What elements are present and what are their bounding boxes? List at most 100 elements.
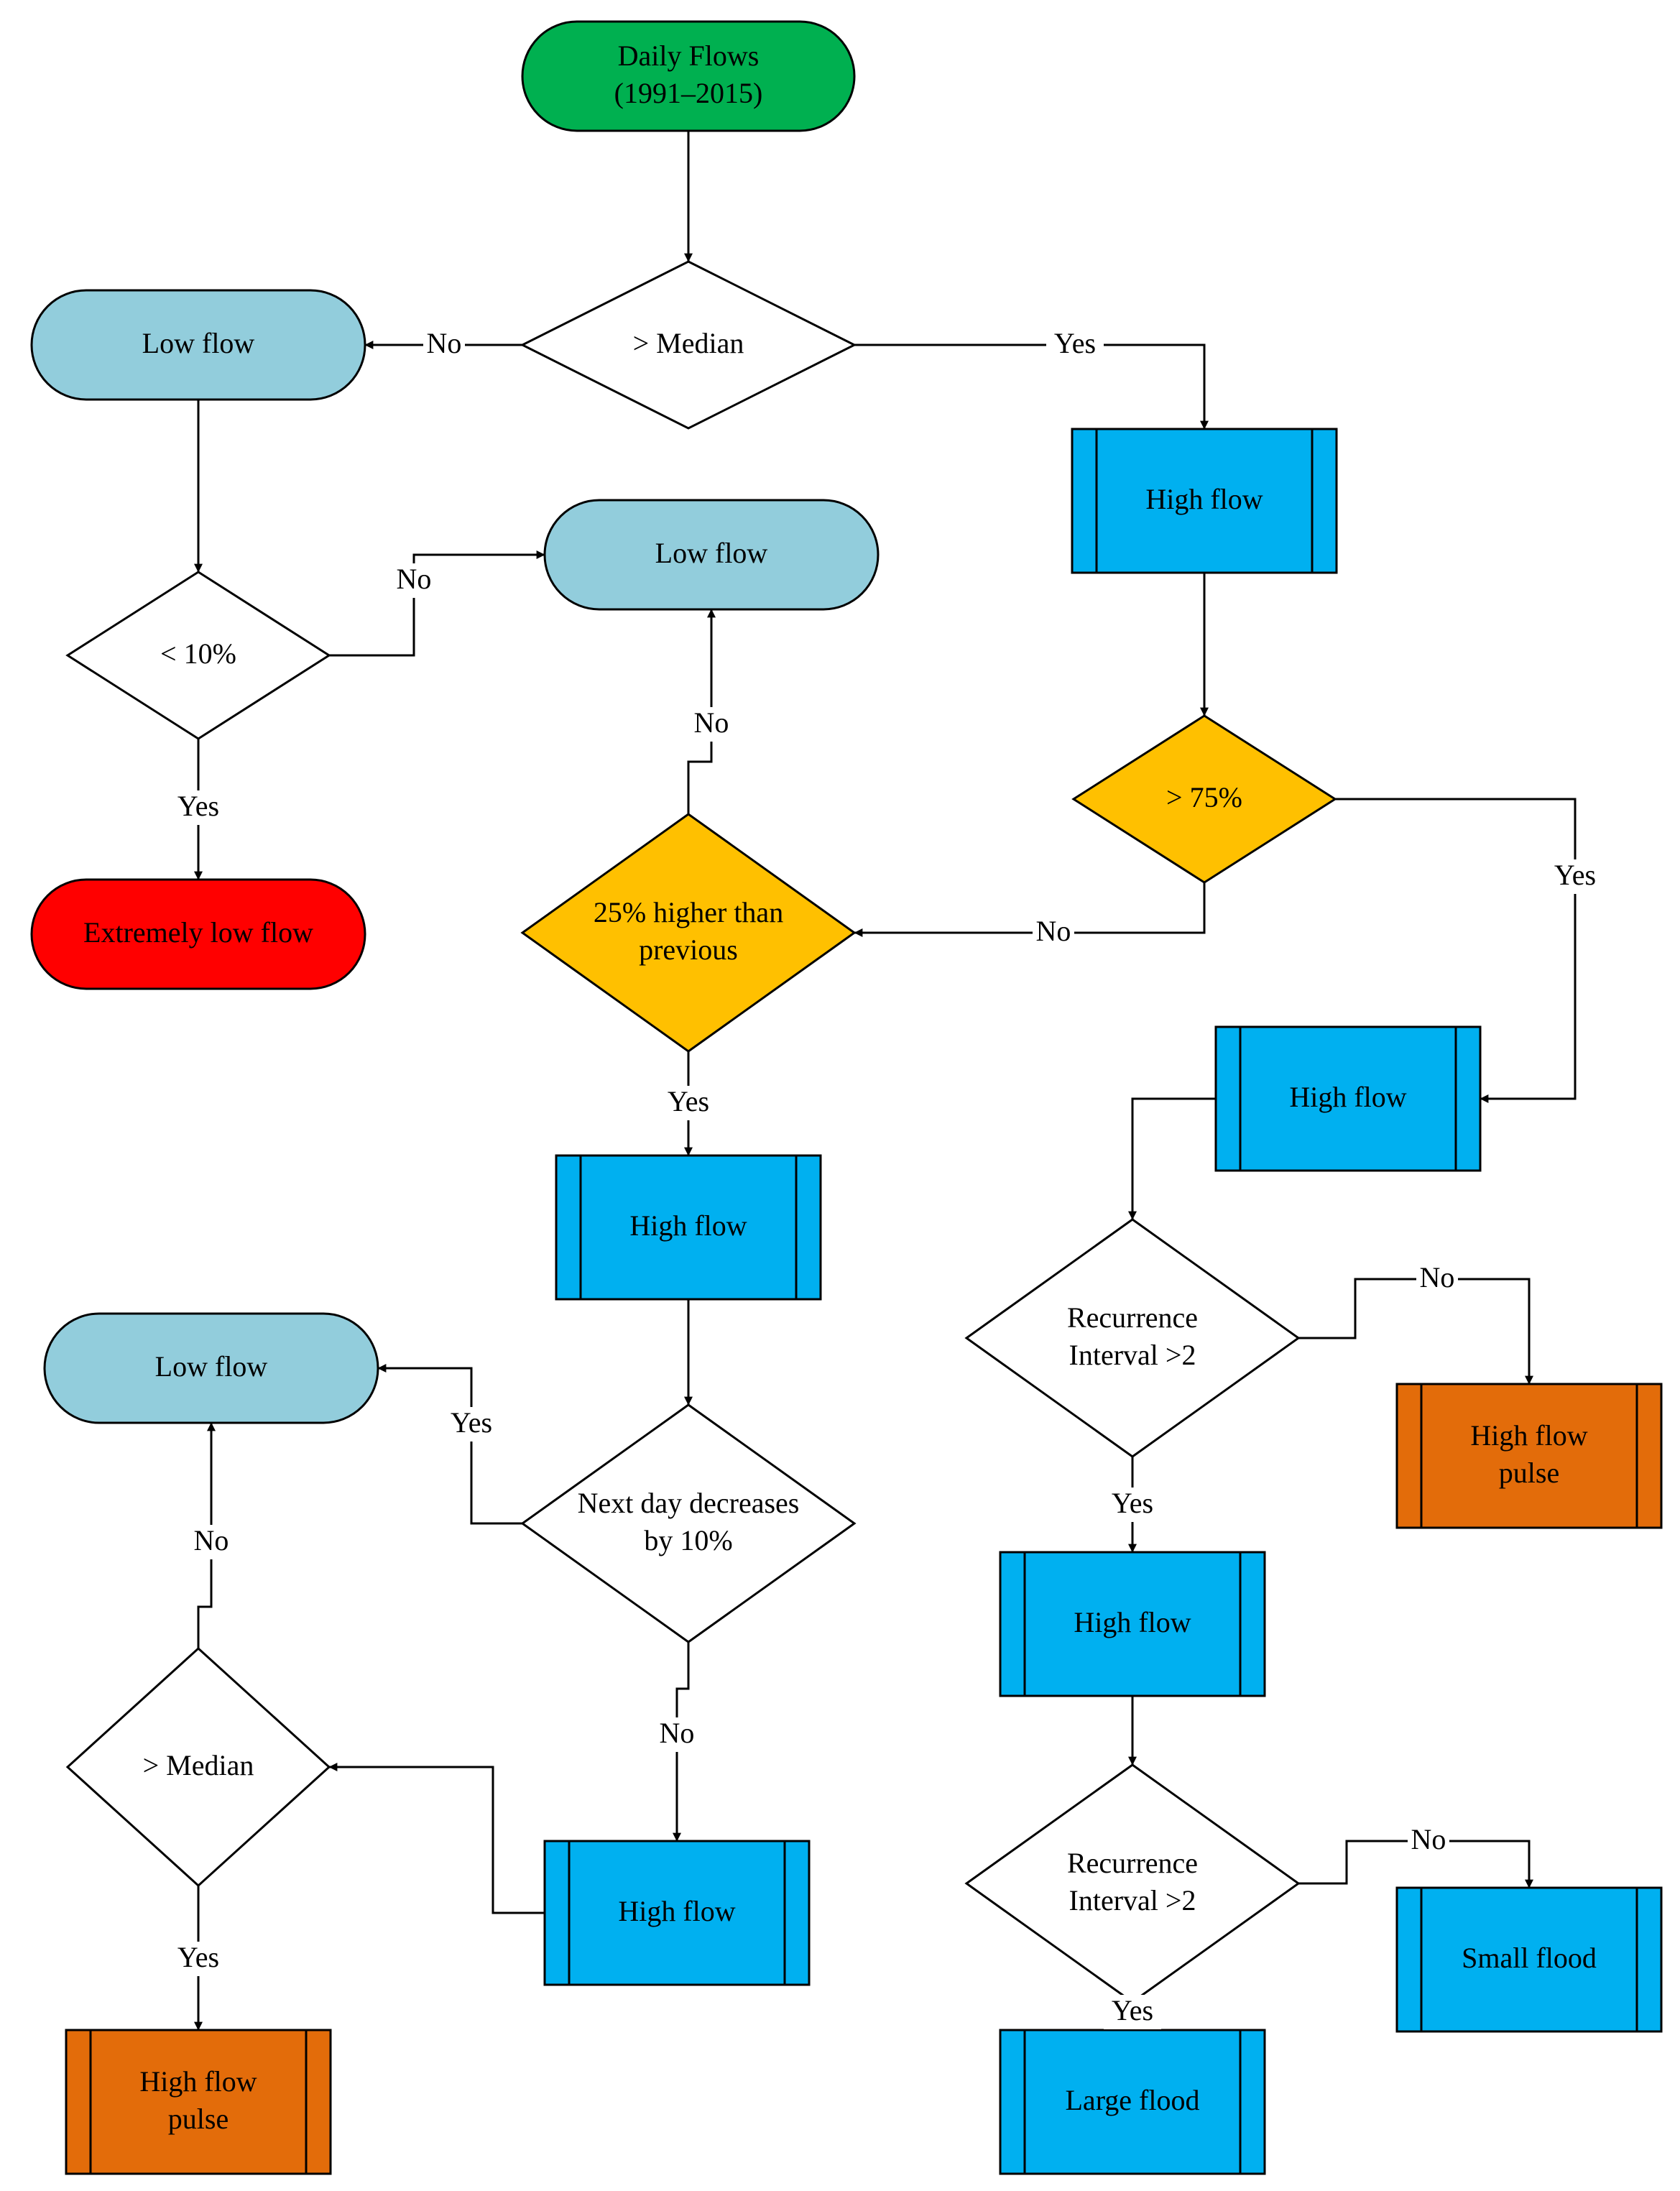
small-flood-label-line-1: Small flood [1462,1942,1597,1974]
edge-label-pct75-yes: Yes [1554,859,1596,891]
edge-label-next-no: No [660,1717,695,1749]
low-flow-2-terminal [543,499,880,611]
higher25-label-line-2: previous [639,933,738,966]
hfp-2-label-line-2: pulse [168,2103,229,2135]
edge-rec2-no [1298,1840,1533,1888]
high-flow-1-process [1071,428,1338,574]
node-pct10: < 10% [65,571,331,740]
high-flow-2-process [1214,1025,1482,1172]
edge-median2-no [197,1422,216,1648]
low-flow-3-label-line-1: Low flow [155,1350,268,1383]
recurrence-2-label-line-1: Recurrence [1067,1847,1198,1879]
edge-label-higher25-no: No [694,706,729,739]
node-low-flow-3: Low flow [43,1312,379,1424]
extreme-low-terminal [30,878,366,990]
large-flood-label-line-1: Large flood [1066,2084,1200,2116]
edge-pct10-no [329,550,545,657]
recurrence-2-decision [964,1763,1301,2003]
pct10-decision [65,571,331,740]
low-flow-1-terminal [30,289,366,401]
edge-label-pct10-yes: Yes [177,790,219,822]
hfp-2-label-line-1: High flow [139,2065,257,2098]
edge-median1-yes [854,343,1209,430]
small-flood-process [1395,1886,1663,2033]
low-flow-2-label-line-1: Low flow [655,537,768,569]
edge-label-bg [660,1086,717,1120]
median-2-decision [65,1646,331,1888]
high-flow-1-label-line-1: High flow [1145,483,1263,515]
node-higher25: 25% higher than previous [520,813,857,1053]
edge-label-pct10-no: No [397,563,432,595]
hfp-1-label-line-2: pulse [1499,1457,1559,1489]
node-extreme-low: Extremely low flow [30,878,366,990]
edge-label-bg [1408,1824,1449,1858]
edge-label-bg [1416,1262,1458,1296]
edge-label-bg [443,1407,500,1442]
node-hfp-2: High flow pulse [65,2029,332,2175]
node-low-flow-2: Low flow [543,499,880,611]
edge-pct75-no [854,882,1206,937]
high-flow-4-process [999,1551,1266,1697]
daily-flows-label-line-2: (1991–2015) [614,77,763,109]
edge-label-rec2-yes: Yes [1112,1994,1153,2026]
hfp-2-process [65,2029,332,2175]
edge-label-median1-yes: Yes [1054,327,1096,359]
edge-label-rec1-no: No [1420,1261,1455,1293]
hfp-1-process [1395,1383,1663,1529]
edge-label-bg [1546,859,1604,894]
high-flow-5-label-line-1: High flow [618,1895,735,1927]
edge-label-bg [423,328,465,362]
median-1-label-line-1: > Median [633,327,744,359]
edge-label-bg [170,1942,227,1976]
node-pct75: > 75% [1071,714,1337,884]
edge-label-higher25-yes: Yes [668,1085,709,1117]
next-day-decision [520,1403,857,1643]
node-median-1: > Median [520,260,857,430]
edge-next-yes [377,1364,522,1525]
next-day-label-line-1: Next day decreases [578,1487,800,1519]
edge-label-bg [691,707,732,742]
node-large-flood: Large flood [999,2029,1266,2175]
recurrence-1-label-line-2: Interval >2 [1069,1339,1196,1371]
edge-high5-to-median2 [328,1763,545,1914]
edge-next-no [673,1642,690,1842]
recurrence-1-label-line-1: Recurrence [1067,1301,1198,1334]
node-high-flow-4: High flow [999,1551,1266,1697]
higher25-decision [520,813,857,1053]
recurrence-2-label-line-2: Interval >2 [1069,1884,1196,1916]
edge-label-bg [1104,1487,1161,1522]
node-small-flood: Small flood [1395,1886,1663,2033]
edge-pct75-yes [1335,798,1577,1103]
large-flood-process [999,2029,1266,2175]
edge-label-bg [656,1717,698,1752]
edge-label-rec1-yes: Yes [1112,1487,1153,1519]
next-day-label-line-2: by 10% [644,1524,732,1556]
low-flow-1-label-line-1: Low flow [142,327,255,359]
edge-label-next-yes: Yes [451,1406,492,1439]
edge-label-median2-no: No [194,1524,229,1556]
node-high-flow-2: High flow [1214,1025,1482,1172]
edge-rec1-no [1298,1278,1533,1385]
edge-label-bg [1033,915,1074,950]
node-median-2: > Median [65,1646,331,1888]
pct75-decision [1071,714,1337,884]
higher25-label-line-1: 25% higher than [594,896,783,928]
high-flow-4-label-line-1: High flow [1074,1606,1191,1638]
node-high-flow-3: High flow [555,1154,822,1301]
low-flow-3-terminal [43,1312,379,1424]
edge-label-bg [393,563,435,598]
edge-label-pct75-no: No [1036,915,1071,947]
edge-label-bg [190,1525,232,1559]
extreme-low-label-line-1: Extremely low flow [83,916,313,949]
median-1-decision [520,260,857,430]
edge-higher25-no [687,609,716,814]
edge-label-bg [1046,328,1104,362]
high-flow-2-label-line-1: High flow [1289,1081,1406,1113]
median-2-label-line-1: > Median [143,1749,254,1781]
node-high-flow-1: High flow [1071,428,1338,574]
